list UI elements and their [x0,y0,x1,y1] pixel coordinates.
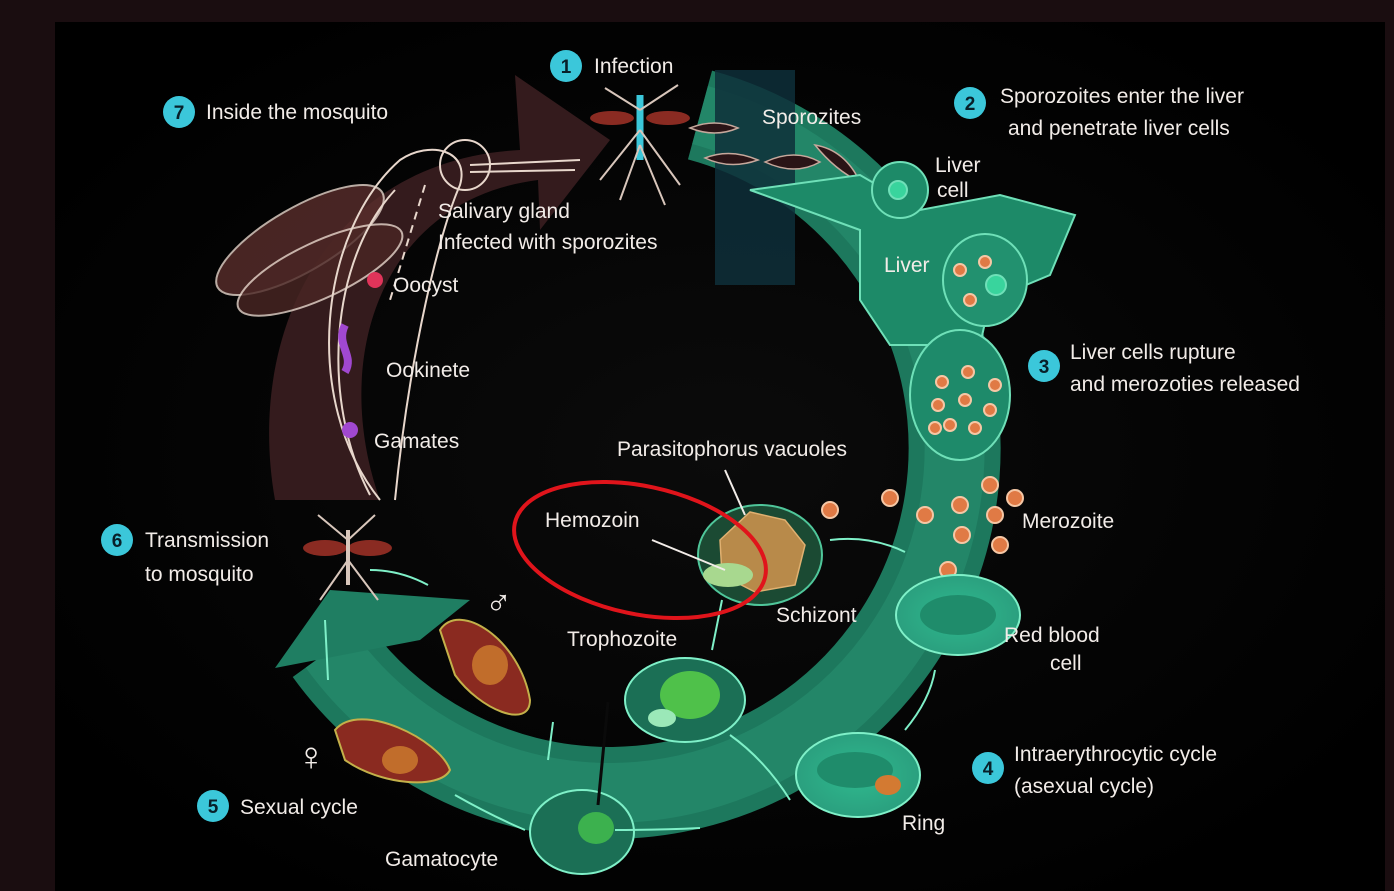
step-5-caption: Sexual cycle [240,796,358,819]
parasitophorus-label: Parasitophorus vacuoles [617,438,847,461]
ring-label: Ring [902,812,945,835]
step-7-number: 7 [174,103,185,124]
step-2-caption-line2: and penetrate liver cells [1008,117,1230,140]
step-7-badge: 7 [163,96,195,128]
step-3-number: 3 [1039,357,1050,378]
gamatocyte-label: Gamatocyte [385,848,498,871]
step-1-number: 1 [561,57,572,78]
gamates-label: Gamates [374,430,459,453]
liver-label: Liver [884,254,930,277]
step-4-caption-line2: (asexual cycle) [1014,775,1154,798]
liver-cell-label-line2: cell [937,179,969,202]
male-symbol: ♂ [485,582,512,623]
step-6-number: 6 [112,531,123,552]
female-symbol: ♀ [296,735,326,779]
vein-band [715,70,795,285]
ring-cell [796,733,920,817]
merozoite-label: Merozoite [1022,510,1114,533]
hemozoin-label: Hemozoin [545,509,640,532]
liver-cell-label-line1: Liver [935,154,981,177]
step-4-caption-line1: Intraerythrocytic cycle [1014,743,1217,766]
oocyst-marker [367,272,383,288]
sporozites-label: Sporozites [762,106,861,129]
step-2-number: 2 [965,94,976,115]
red-blood-cell [896,575,1020,655]
step-6-badge: 6 [101,524,133,556]
step-4-number: 4 [983,759,994,780]
step-2-badge: 2 [954,87,986,119]
step-2-caption-line1: Sporozoites enter the liver [1000,85,1244,108]
step-7-caption: Inside the mosquito [206,101,388,124]
red-blood-label-line1: Red blood [1004,624,1100,647]
step-4-badge: 4 [972,752,1004,784]
step-3-caption-line1: Liver cells rupture [1070,341,1236,364]
trophozoite-cell [625,658,745,742]
step-5-badge: 5 [197,790,229,822]
salivary-gland-label: Salivary gland [438,200,570,223]
step-3-caption-line2: and merozoties released [1070,373,1300,396]
step-3-badge: 3 [1028,350,1060,382]
step-5-number: 5 [208,797,219,818]
oocyst-label: Oocyst [393,274,459,297]
trophozoite-label: Trophozoite [567,628,677,651]
ookinete-label: Ookinete [386,359,470,382]
schizont-label: Schizont [776,604,857,627]
step-6-caption-line1: Transmission [145,529,269,552]
red-blood-label-line2: cell [1050,652,1082,675]
step-1-caption: Infection [594,55,673,78]
salivary-infected-label: Infected with sporozites [438,231,657,254]
gamatocyte-cell [530,790,634,874]
step-1-badge: 1 [550,50,582,82]
gamates-marker [342,422,358,438]
step-6-caption-line2: to mosquito [145,563,254,586]
